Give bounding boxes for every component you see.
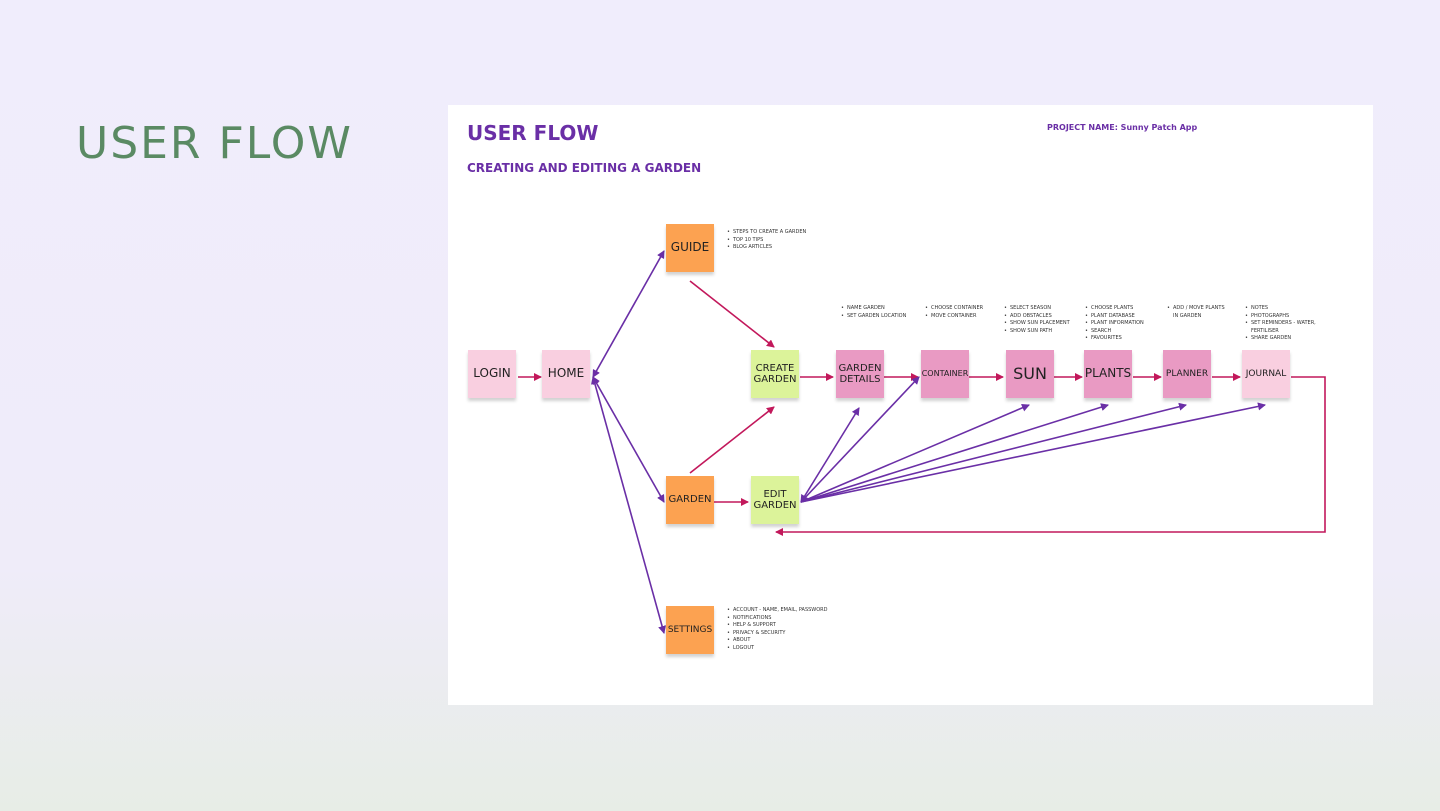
note-item: FAVOURITES: [1085, 335, 1144, 343]
node-edit-garden: EDIT GARDEN: [751, 476, 799, 524]
arrow-journal-edit: [775, 376, 1326, 536]
note-item: SET REMINDERS - WATER, FERTILISER: [1245, 320, 1325, 335]
node-guide: GUIDE: [666, 224, 714, 272]
notes-container: CHOOSE CONTAINER MOVE CONTAINER: [925, 305, 983, 320]
arrow-home-garden: [592, 376, 665, 503]
note-item: ACCOUNT - NAME, EMAIL, PASSWORD: [727, 607, 828, 615]
note-item: PLANT INFORMATION: [1085, 320, 1144, 328]
note-item: PLANT DATABASE: [1085, 313, 1144, 321]
arrow-edit-sun: [800, 404, 1030, 503]
note-item: SHOW SUN PATH: [1004, 328, 1070, 336]
notes-sun: SELECT SEASON ADD OBSTACLES SHOW SUN PLA…: [1004, 305, 1070, 335]
note-item: SELECT SEASON: [1004, 305, 1070, 313]
note-item: NOTIFICATIONS: [727, 615, 828, 623]
node-login: LOGIN: [468, 350, 516, 398]
slide-title: USER FLOW: [76, 118, 353, 169]
board-title: USER FLOW: [467, 121, 599, 145]
arrow-edit-details: [800, 407, 860, 503]
arrow-edit-journal: [800, 402, 1266, 503]
notes-guide: STEPS TO CREATE A GARDEN TOP 10 TIPS BLO…: [727, 229, 806, 252]
note-item: ABOUT: [727, 637, 828, 645]
node-journal: JOURNAL: [1242, 350, 1290, 398]
note-item: TOP 10 TIPS: [727, 237, 806, 245]
user-flow-board: USER FLOW CREATING AND EDITING A GARDEN …: [448, 105, 1373, 705]
arrow-garden-create: [689, 406, 775, 474]
arrow-home-settings: [591, 376, 666, 634]
arrow-edit-planner: [800, 402, 1187, 503]
arrow-edit-container: [800, 376, 920, 503]
node-garden: GARDEN: [666, 476, 714, 524]
arrow-guide-create: [689, 280, 775, 348]
node-create-garden: CREATE GARDEN: [751, 350, 799, 398]
note-item: NOTES: [1245, 305, 1325, 313]
notes-journal: NOTES PHOTOGRAPHS SET REMINDERS - WATER,…: [1245, 305, 1325, 343]
node-planner: PLANNER: [1163, 350, 1211, 398]
note-item: ADD OBSTACLES: [1004, 313, 1070, 321]
node-settings: SETTINGS: [666, 606, 714, 654]
note-item: PRIVACY & SECURITY: [727, 630, 828, 638]
note-item: ADD / MOVE PLANTS IN GARDEN: [1167, 305, 1227, 320]
node-sun: SUN: [1006, 350, 1054, 398]
note-item: HELP & SUPPORT: [727, 622, 828, 630]
note-item: PHOTOGRAPHS: [1245, 313, 1325, 321]
note-item: SET GARDEN LOCATION: [841, 313, 906, 321]
arrow-edit-plants: [800, 403, 1109, 503]
node-garden-details: GARDEN DETAILS: [836, 350, 884, 398]
note-item: BLOG ARTICLES: [727, 244, 806, 252]
note-item: CHOOSE PLANTS: [1085, 305, 1144, 313]
flow-arrows: [518, 250, 1326, 634]
board-subtitle: CREATING AND EDITING A GARDEN: [467, 161, 702, 175]
node-plants: PLANTS: [1084, 350, 1132, 398]
note-item: MOVE CONTAINER: [925, 313, 983, 321]
notes-garden-details: NAME GARDEN SET GARDEN LOCATION: [841, 305, 906, 320]
notes-plants: CHOOSE PLANTS PLANT DATABASE PLANT INFOR…: [1085, 305, 1144, 343]
note-item: STEPS TO CREATE A GARDEN: [727, 229, 806, 237]
note-item: SHARE GARDEN: [1245, 335, 1325, 343]
project-name: PROJECT NAME: Sunny Patch App: [1047, 123, 1198, 132]
note-item: LOGOUT: [727, 645, 828, 653]
note-item: NAME GARDEN: [841, 305, 906, 313]
note-item: SEARCH: [1085, 328, 1144, 336]
note-item: CHOOSE CONTAINER: [925, 305, 983, 313]
notes-settings: ACCOUNT - NAME, EMAIL, PASSWORD NOTIFICA…: [727, 607, 828, 653]
arrow-home-guide: [592, 250, 665, 378]
note-item: SHOW SUN PLACEMENT: [1004, 320, 1070, 328]
node-home: HOME: [542, 350, 590, 398]
node-container: CONTAINER: [921, 350, 969, 398]
notes-planner: ADD / MOVE PLANTS IN GARDEN: [1167, 305, 1227, 320]
